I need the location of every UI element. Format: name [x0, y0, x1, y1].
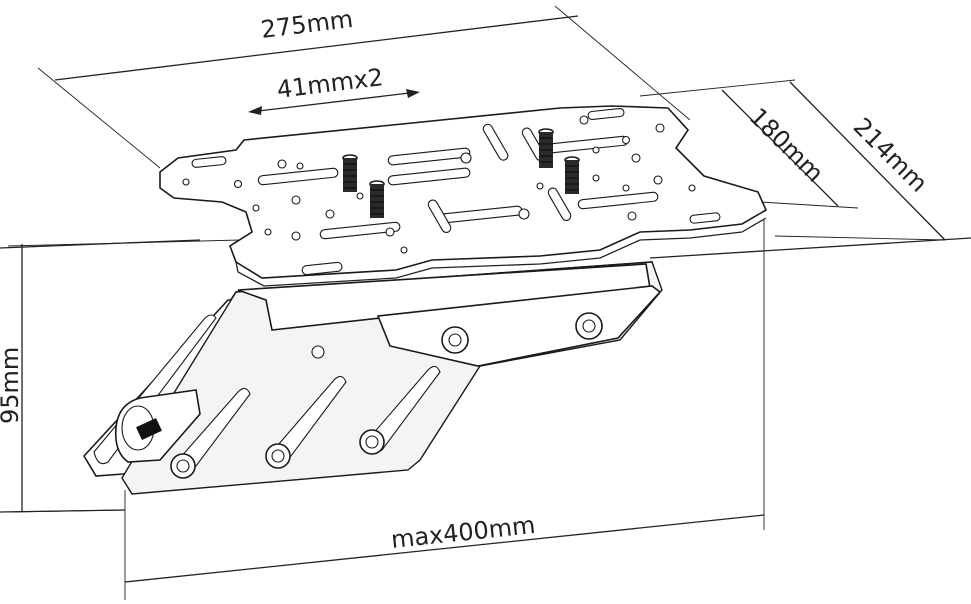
bolt-icon — [265, 443, 291, 469]
threaded-stud-icon — [369, 180, 385, 218]
bolt-icon — [575, 312, 603, 340]
top-mounting-plate — [159, 105, 768, 287]
threaded-stud-icon — [538, 128, 554, 168]
threaded-stud-icon — [342, 154, 358, 192]
dim-label-180: 180mm — [744, 102, 829, 187]
dim-label-275: 275mm — [259, 5, 354, 44]
arm-bolts — [170, 312, 603, 479]
dimension-lines — [0, 5, 971, 600]
bracket-front-arm — [121, 261, 663, 495]
dim-label-max400: max400mm — [390, 511, 537, 554]
threaded-stud-icon — [564, 156, 580, 194]
plate-holes — [182, 115, 696, 254]
bolt-icon — [359, 429, 385, 455]
dim-label-95: 95mm — [0, 347, 24, 424]
bolt-icon — [170, 453, 196, 479]
bolt-icon — [441, 326, 469, 354]
clamp-knob-icon — [114, 389, 201, 463]
